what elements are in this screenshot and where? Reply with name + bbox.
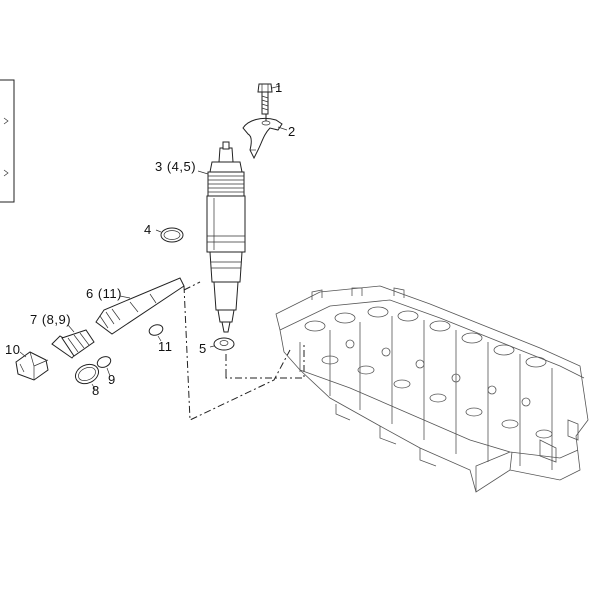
part-clamp	[242, 117, 288, 160]
callout-10: 10	[5, 342, 21, 357]
callout-11: 11	[158, 339, 173, 354]
assembly-center-lines	[183, 114, 305, 421]
part-washer	[209, 337, 235, 351]
part-fitting	[51, 324, 95, 359]
callout-3: 3 (4,5)	[155, 159, 197, 174]
part-bolt	[257, 83, 281, 115]
callout-9: 9	[108, 372, 116, 387]
part-injector	[197, 141, 246, 333]
part-connector-tube	[95, 277, 185, 335]
part-o-ring-11	[148, 324, 164, 342]
callout-2: 2	[288, 124, 296, 139]
cylinder-head	[275, 285, 589, 493]
callout-5: 5	[199, 341, 207, 356]
callout-6: 6 (11)	[86, 286, 122, 301]
part-o-ring-9	[96, 356, 112, 377]
part-o-ring-4	[155, 227, 184, 243]
side-panel-fragment	[0, 79, 15, 203]
part-o-ring-8	[74, 363, 100, 390]
callout-1: 1	[275, 80, 283, 95]
callout-8: 8	[92, 383, 100, 398]
callout-4: 4	[144, 222, 152, 237]
part-cap-nut	[15, 351, 49, 381]
callout-7: 7 (8,9)	[30, 312, 72, 327]
